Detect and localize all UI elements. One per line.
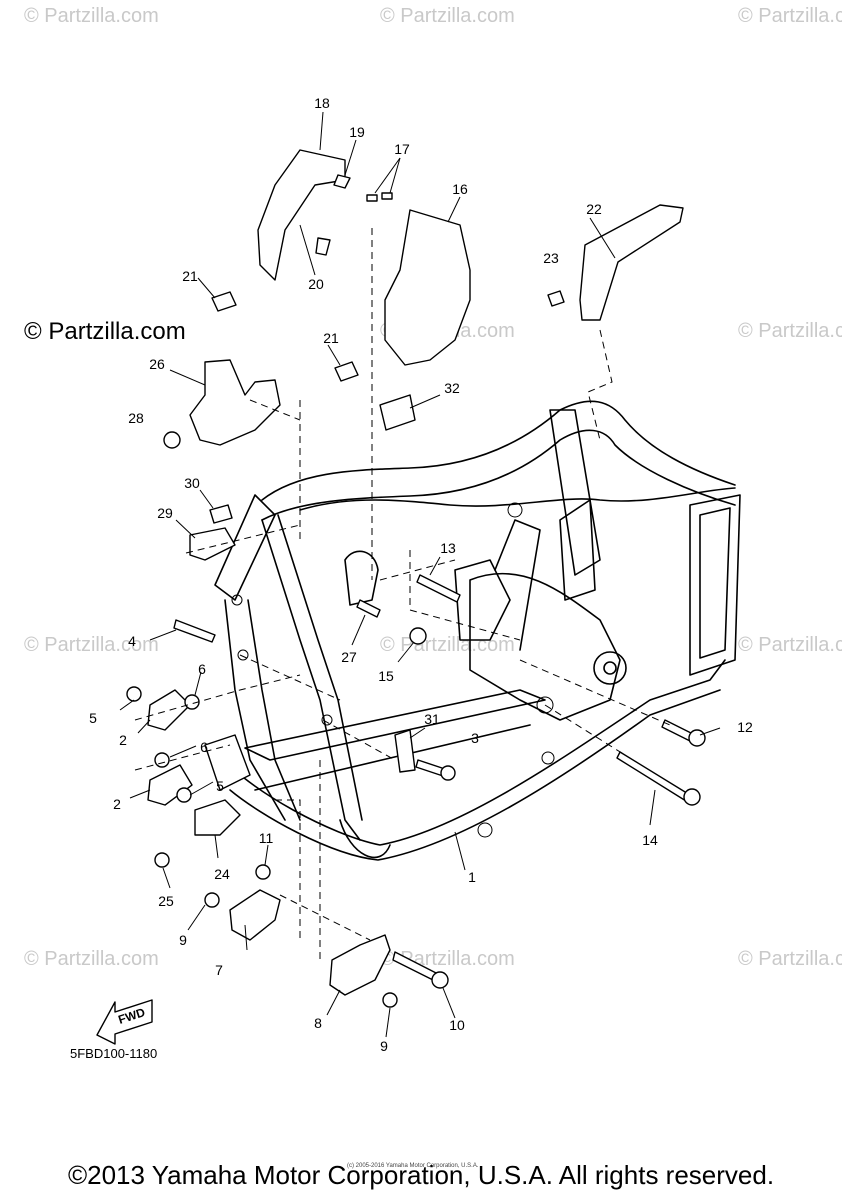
callout-24: 24 <box>214 866 230 882</box>
watermark: © Partzilla.com <box>738 320 842 342</box>
callout-16: 16 <box>452 181 468 197</box>
callout-5: 5 <box>216 778 224 794</box>
callout-29: 29 <box>157 505 173 521</box>
copyright-text: ©2013 Yamaha Motor Corporation, U.S.A. A… <box>67 1160 775 1190</box>
callout-26: 26 <box>149 356 165 372</box>
exploded-parts <box>126 149 706 1008</box>
callout-9: 9 <box>179 932 187 948</box>
callout-30: 30 <box>184 475 200 491</box>
callout-20: 20 <box>308 276 324 292</box>
callout-11: 11 <box>258 830 274 846</box>
callout-2: 2 <box>119 732 127 748</box>
leader-lines <box>119 111 721 1038</box>
callout-17: 17 <box>394 141 410 157</box>
watermark-emphasized: © Partzilla.com <box>24 318 186 345</box>
fine-print: (c) 2005-2016 Yamaha Motor Corporation, … <box>347 1163 479 1169</box>
callout-9: 9 <box>380 1038 388 1054</box>
callout-5: 5 <box>89 710 97 726</box>
callout-6: 6 <box>200 739 208 755</box>
callout-4: 4 <box>128 633 136 649</box>
callout-7: 7 <box>215 962 223 978</box>
callout-8: 8 <box>314 1015 322 1031</box>
watermark: © Partzilla.com <box>738 634 842 656</box>
callout-12: 12 <box>737 719 753 735</box>
dashed-alignment-lines <box>134 228 671 960</box>
callout-25: 25 <box>158 893 174 909</box>
watermark: © Partzilla.com <box>738 5 842 27</box>
callout-18: 18 <box>314 95 330 111</box>
callout-10: 10 <box>449 1017 465 1033</box>
callout-21: 21 <box>323 330 339 346</box>
callout-32: 32 <box>444 380 460 396</box>
watermark: © Partzilla.com <box>738 948 842 970</box>
watermark: © Partzilla.com <box>24 948 159 970</box>
callout-19: 19 <box>349 124 365 140</box>
callout-27: 27 <box>341 649 357 665</box>
callout-21: 21 <box>182 268 198 284</box>
callout-23: 23 <box>543 250 559 266</box>
callout-3: 3 <box>471 730 479 746</box>
watermark: © Partzilla.com <box>24 634 159 656</box>
callout-28: 28 <box>128 410 144 426</box>
watermark: © Partzilla.com <box>24 5 159 27</box>
watermark: © Partzilla.com <box>380 5 515 27</box>
callout-31: 31 <box>424 711 440 727</box>
callout-15: 15 <box>378 668 394 684</box>
callout-14: 14 <box>642 832 658 848</box>
callout-22: 22 <box>586 201 602 217</box>
fwd-arrow-icon <box>96 999 153 1045</box>
callout-6: 6 <box>198 661 206 677</box>
diagram-code: 5FBD100-1180 <box>70 1046 158 1061</box>
callout-2: 2 <box>113 796 121 812</box>
callout-1: 1 <box>468 869 476 885</box>
callout-13: 13 <box>440 540 456 556</box>
main-frame <box>204 400 741 861</box>
